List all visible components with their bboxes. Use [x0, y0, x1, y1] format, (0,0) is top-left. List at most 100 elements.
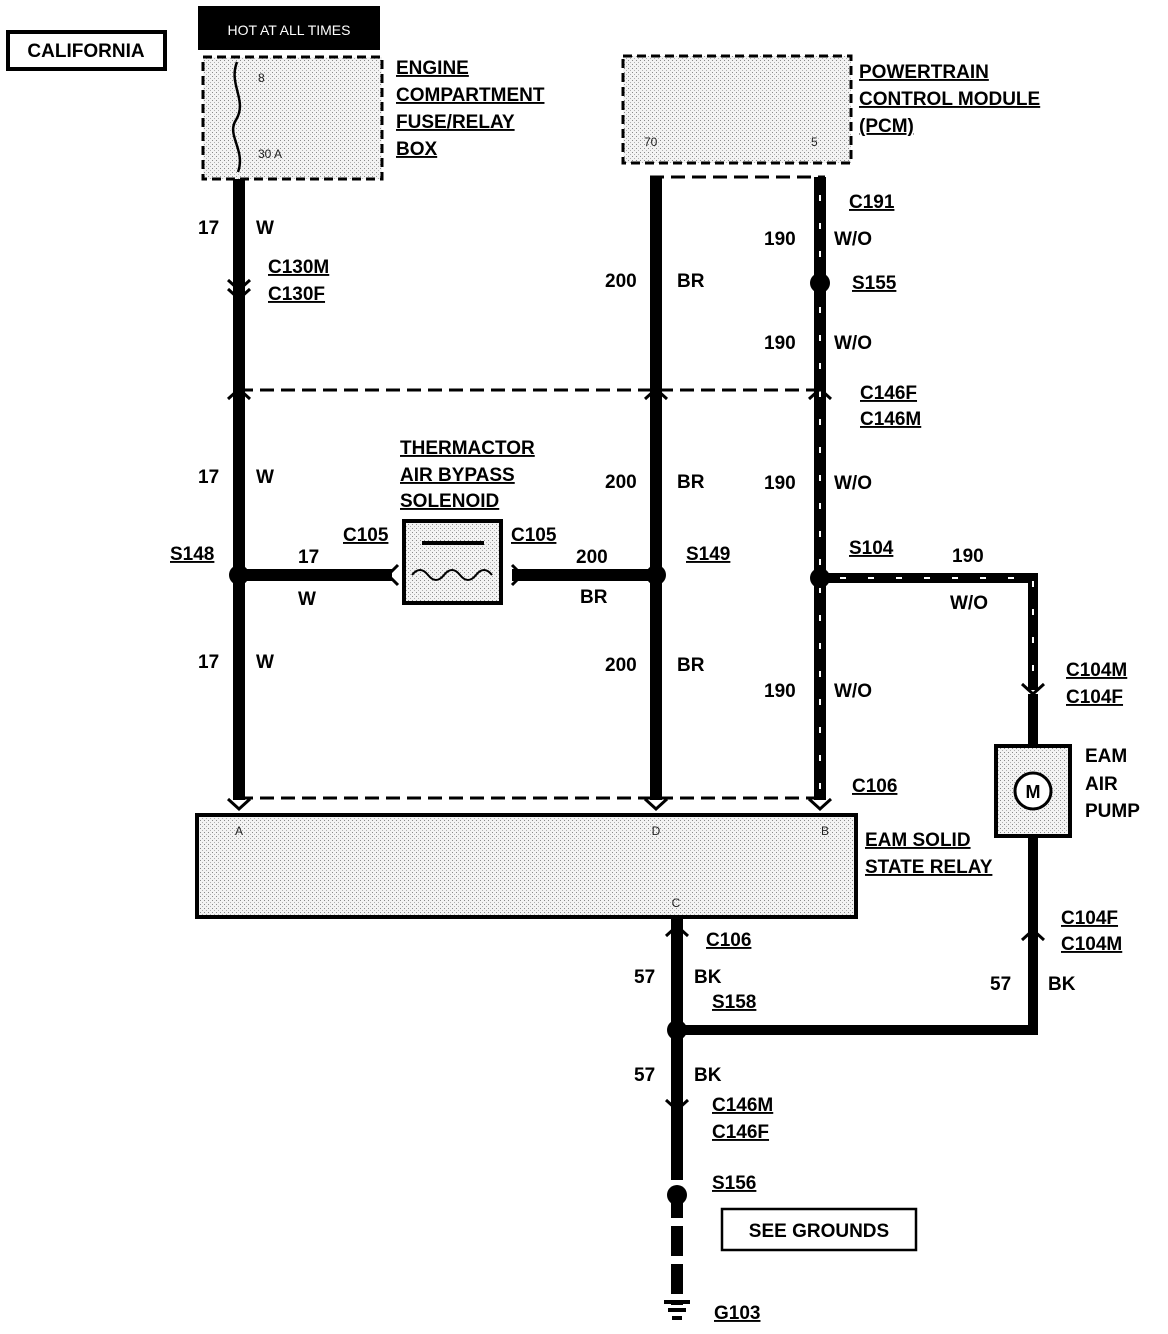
- splice-s149-dot: [646, 565, 666, 585]
- c104-top-label-1: C104M: [1066, 660, 1127, 681]
- w4-b-color: BK: [694, 1065, 722, 1086]
- c130-connector-icon-2: [226, 287, 252, 302]
- fuse-box-line-2: COMPARTMENT: [396, 85, 545, 106]
- fuse-box-line-4: BOX: [396, 139, 438, 160]
- fuse-pin-label: 8: [258, 71, 265, 85]
- w4-a-circuit: 57: [634, 967, 655, 988]
- c106-connector-icon-3: [807, 797, 833, 812]
- pcm-line-3: (PCM): [859, 116, 914, 137]
- c146-top-label-1: C146F: [860, 383, 917, 404]
- c105-left-connector-icon: [385, 563, 400, 587]
- c106-connector-icon-1: [226, 797, 252, 812]
- w3-c-circuit: 190: [764, 473, 796, 494]
- s158-label: S158: [712, 992, 756, 1013]
- w3-b-color: W/O: [834, 333, 872, 354]
- relay-pin-a: A: [235, 824, 243, 838]
- w3-c-color: W/O: [834, 473, 872, 494]
- solenoid-line-3: SOLENOID: [400, 491, 499, 512]
- fuse-box-line-1: ENGINE: [396, 58, 469, 79]
- c106-top-label: C106: [852, 776, 897, 797]
- solenoid-line-2: AIR BYPASS: [400, 465, 515, 486]
- relay-line-2: STATE RELAY: [865, 857, 993, 878]
- w2-top-color: BR: [677, 271, 705, 292]
- solenoid-coil-icon: [411, 569, 493, 581]
- solenoid-plunger-icon: [422, 541, 484, 545]
- splice-s104-dot: [810, 568, 830, 588]
- c130-label-2: C130F: [268, 284, 325, 305]
- splice-s155-dot: [810, 273, 830, 293]
- relay-line-1: EAM SOLID: [865, 830, 971, 851]
- w2-mid-circuit: 200: [605, 472, 637, 493]
- c105-right-label: C105: [511, 525, 557, 546]
- w1-mid-circuit: 17: [198, 467, 219, 488]
- w2-low-color: BR: [677, 655, 705, 676]
- ground-g103-label: G103: [714, 1303, 760, 1324]
- s149-label: S149: [686, 544, 730, 565]
- fuse-box-line-3: FUSE/RELAY: [396, 112, 515, 133]
- c105-right-connector-icon: [510, 563, 525, 587]
- c130-connector-icon: [226, 278, 252, 293]
- c104-bottom-connector-icon: [1020, 927, 1046, 942]
- w4-pump-color: BK: [1048, 974, 1076, 995]
- c146-connector-icon-1: [226, 386, 252, 401]
- w3-b-circuit: 190: [764, 333, 796, 354]
- motor-icon: [1013, 771, 1053, 811]
- s104-label: S104: [849, 538, 894, 559]
- relay-pin-d: D: [652, 824, 661, 838]
- c106-bottom-label: C106: [706, 930, 751, 951]
- w4-b-circuit: 57: [634, 1065, 655, 1086]
- w3-a-color: W/O: [834, 229, 872, 250]
- california-badge: [6, 30, 167, 71]
- w3-horiz-color: W/O: [950, 593, 988, 614]
- c106-bottom-connector-icon: [664, 923, 690, 938]
- w2-horiz-circuit: 200: [576, 547, 608, 568]
- w3-a-circuit: 190: [764, 229, 796, 250]
- california-label: CALIFORNIA: [27, 41, 144, 62]
- c146-top-label-2: C146M: [860, 409, 921, 430]
- fuse-icon: [231, 61, 242, 173]
- pcm-pin-70: 70: [644, 135, 658, 149]
- ground-symbol-icon: [664, 1300, 690, 1320]
- w1-top-color: W: [256, 218, 274, 239]
- w1-low-circuit: 17: [198, 652, 219, 673]
- c191-label: C191: [849, 192, 895, 213]
- s155-label: S155: [852, 273, 897, 294]
- splice-s156-dot: [667, 1185, 687, 1205]
- w1-horiz-circuit: 17: [298, 547, 319, 568]
- c146-bottom-label-2: C146F: [712, 1122, 769, 1143]
- w2-horiz-color: BR: [580, 587, 608, 608]
- c146-connector-icon-3: [807, 386, 833, 401]
- pcm-pin-5: 5: [811, 135, 818, 149]
- pcm-box: [621, 54, 853, 165]
- solenoid-line-1: THERMACTOR: [400, 438, 535, 459]
- w1-mid-color: W: [256, 467, 274, 488]
- splice-s148-dot: [229, 565, 249, 585]
- w1-low-color: W: [256, 652, 274, 673]
- w3-d-color: W/O: [834, 681, 872, 702]
- s156-label: S156: [712, 1173, 756, 1194]
- s148-label: S148: [170, 544, 214, 565]
- w1-horiz-color: W: [298, 589, 316, 610]
- eam-solid-state-relay-box: [195, 813, 858, 919]
- c106-connector-icon-2: [643, 797, 669, 812]
- motor-symbol: M: [1026, 782, 1041, 802]
- w2-top-circuit: 200: [605, 271, 637, 292]
- w4-a-color: BK: [694, 967, 722, 988]
- wire-190-to-pump-stripe: [840, 577, 1034, 680]
- w1-top-circuit: 17: [198, 218, 219, 239]
- hot-at-all-times-label: HOT AT ALL TIMES: [228, 22, 351, 38]
- splice-s158-dot: [667, 1020, 687, 1040]
- pump-line-3: PUMP: [1085, 801, 1140, 822]
- c104-bottom-label-2: C104M: [1061, 934, 1122, 955]
- c146-connector-icon-2: [643, 386, 669, 401]
- hot-at-all-times-badge: [198, 6, 380, 50]
- c130-label-1: C130M: [268, 257, 329, 278]
- relay-pin-b: B: [821, 824, 829, 838]
- pump-line-2: AIR: [1085, 774, 1118, 795]
- thermactor-solenoid-box: [402, 519, 503, 605]
- pcm-line-1: POWERTRAIN: [859, 62, 989, 83]
- w2-mid-color: BR: [677, 472, 705, 493]
- pump-line-1: EAM: [1085, 746, 1127, 767]
- relay-pin-c: C: [672, 896, 681, 910]
